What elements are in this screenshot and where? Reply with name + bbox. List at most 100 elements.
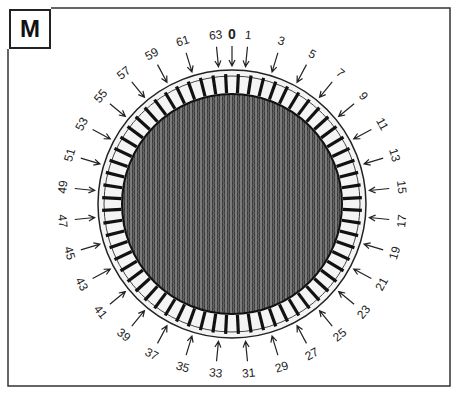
spring	[145, 108, 158, 122]
spring	[342, 185, 361, 188]
spring	[103, 185, 122, 188]
spring	[188, 82, 194, 100]
position-number: 3	[276, 35, 286, 48]
position-number: 21	[373, 275, 390, 292]
position-arrow	[297, 65, 306, 83]
spring	[110, 241, 128, 247]
spring	[337, 241, 355, 247]
spring	[307, 286, 320, 300]
spring	[289, 92, 299, 108]
spring	[145, 286, 158, 300]
position-number: 49	[56, 180, 69, 194]
position-arrow	[354, 130, 372, 139]
position-number: 59	[143, 46, 160, 63]
spring	[343, 208, 362, 212]
spring	[314, 279, 328, 292]
position-number: 25	[331, 327, 349, 345]
position-arrow	[271, 336, 278, 355]
spring	[224, 74, 228, 93]
spring	[248, 75, 251, 94]
spring	[224, 315, 228, 334]
spring	[128, 127, 143, 138]
position-number: 0	[228, 27, 236, 41]
position-number: 51	[62, 147, 77, 163]
position-arrow	[320, 311, 333, 326]
position-arrow	[186, 336, 193, 355]
position-number: 39	[115, 327, 133, 345]
position-arrow	[132, 311, 145, 326]
spring	[102, 208, 121, 212]
spring	[289, 299, 299, 315]
panel-letter-box: M	[9, 9, 51, 49]
position-arrow	[110, 292, 125, 305]
spring	[155, 293, 166, 308]
position-arrow	[243, 341, 249, 361]
spring	[136, 117, 150, 130]
spring	[136, 279, 150, 292]
spring	[337, 160, 355, 166]
spring	[298, 293, 309, 308]
position-arrow	[158, 326, 167, 344]
position-arrow	[364, 158, 383, 165]
position-number: 35	[175, 359, 191, 374]
position-number: 41	[92, 303, 110, 321]
position-number: 45	[62, 245, 77, 261]
position-arrow	[339, 104, 354, 117]
spring	[213, 314, 216, 333]
position-arrow	[215, 47, 221, 67]
frame-ring-inner	[104, 76, 360, 332]
spring	[340, 172, 358, 177]
spring	[343, 196, 362, 200]
spring	[327, 137, 343, 147]
spring	[248, 314, 251, 333]
position-number: 53	[74, 115, 91, 132]
panel-frame	[8, 8, 450, 386]
position-arrow	[158, 65, 167, 83]
spring	[128, 270, 143, 281]
spring	[269, 309, 275, 327]
spring	[236, 315, 240, 334]
position-number: 23	[355, 303, 373, 321]
position-arrow	[364, 243, 383, 250]
position-number: 17	[395, 213, 408, 227]
position-number: 27	[303, 345, 320, 362]
spring	[236, 74, 240, 93]
position-number: 61	[175, 34, 191, 49]
position-number: 11	[374, 116, 390, 133]
position-arrow	[271, 53, 278, 72]
position-number: 15	[395, 180, 408, 194]
spring	[340, 231, 358, 236]
position-number: 1	[245, 29, 253, 42]
spring	[102, 196, 121, 200]
spring	[269, 82, 275, 100]
position-arrow	[110, 104, 125, 117]
spring	[110, 160, 128, 166]
spring	[188, 309, 194, 327]
spring	[176, 304, 184, 321]
spring	[165, 299, 175, 315]
position-arrow	[93, 269, 111, 278]
spring	[200, 78, 205, 96]
position-number: 13	[387, 147, 402, 163]
position-arrow	[75, 215, 95, 221]
position-arrow	[369, 215, 389, 221]
position-arrow	[132, 82, 145, 97]
spring	[176, 86, 184, 103]
spring	[259, 78, 264, 96]
position-number: 43	[74, 275, 91, 292]
spring	[106, 172, 124, 177]
spring	[106, 231, 124, 236]
position-number: 9	[357, 90, 371, 103]
springs	[102, 74, 362, 334]
spring	[120, 137, 136, 147]
spring	[165, 92, 175, 108]
spring	[321, 127, 336, 138]
spring	[279, 86, 287, 103]
spring	[103, 220, 122, 223]
frame-ring	[98, 70, 366, 338]
position-arrow	[243, 47, 249, 67]
spring	[213, 75, 216, 94]
position-number: 47	[56, 213, 69, 227]
position-arrow	[229, 46, 235, 66]
